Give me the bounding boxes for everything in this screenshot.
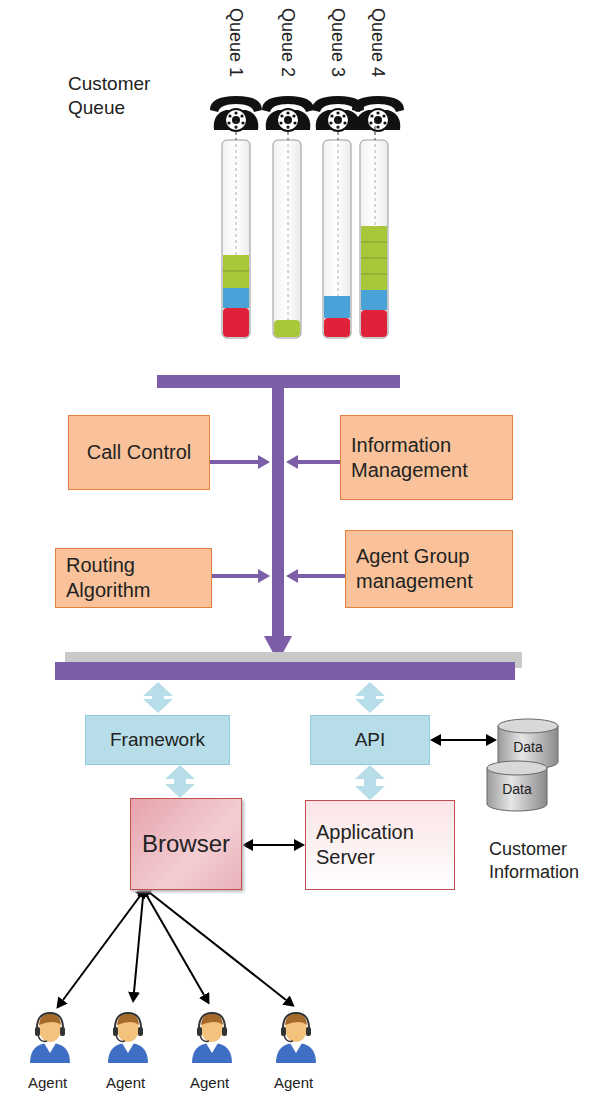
process-box: Agent Group management <box>345 530 513 608</box>
server-box: Application Server <box>305 800 455 890</box>
process-box: Routing Algorithm <box>55 548 212 608</box>
node-text: Browser <box>142 829 230 859</box>
queue-label: Queue 2 <box>277 8 300 77</box>
node-text: Call Control <box>87 440 191 465</box>
database-cylinder: Data <box>486 760 548 812</box>
node-text: Information Management <box>351 433 502 483</box>
node-text: Routing Algorithm <box>66 553 201 603</box>
queue-label: Queue 4 <box>367 8 390 77</box>
agent-label: Agent <box>28 1074 67 1093</box>
data-caption: Customer Information <box>489 838 609 883</box>
api-box: API <box>310 715 430 765</box>
node-text: API <box>355 728 386 752</box>
connector <box>441 739 486 741</box>
node-text: Application Server <box>316 820 444 870</box>
browser-box: Browser <box>130 798 242 890</box>
node-text: Agent Group management <box>356 544 502 594</box>
process-box: Call Control <box>68 415 210 490</box>
framework-box: Framework <box>85 715 230 765</box>
node-text: Framework <box>110 728 205 752</box>
queue-label: Queue 3 <box>327 8 350 77</box>
connector <box>364 779 376 786</box>
process-box: Information Management <box>340 415 513 500</box>
agent-label: Agent <box>106 1074 145 1093</box>
queue-label: Queue 1 <box>225 8 248 77</box>
connector <box>174 779 186 784</box>
agent-label: Agent <box>190 1074 229 1093</box>
connector <box>253 844 294 846</box>
node-text: Data <box>513 739 543 757</box>
queue-heading: Customer Queue <box>68 72 168 120</box>
agent-label: Agent <box>274 1074 313 1093</box>
node-text: Data <box>502 781 532 799</box>
